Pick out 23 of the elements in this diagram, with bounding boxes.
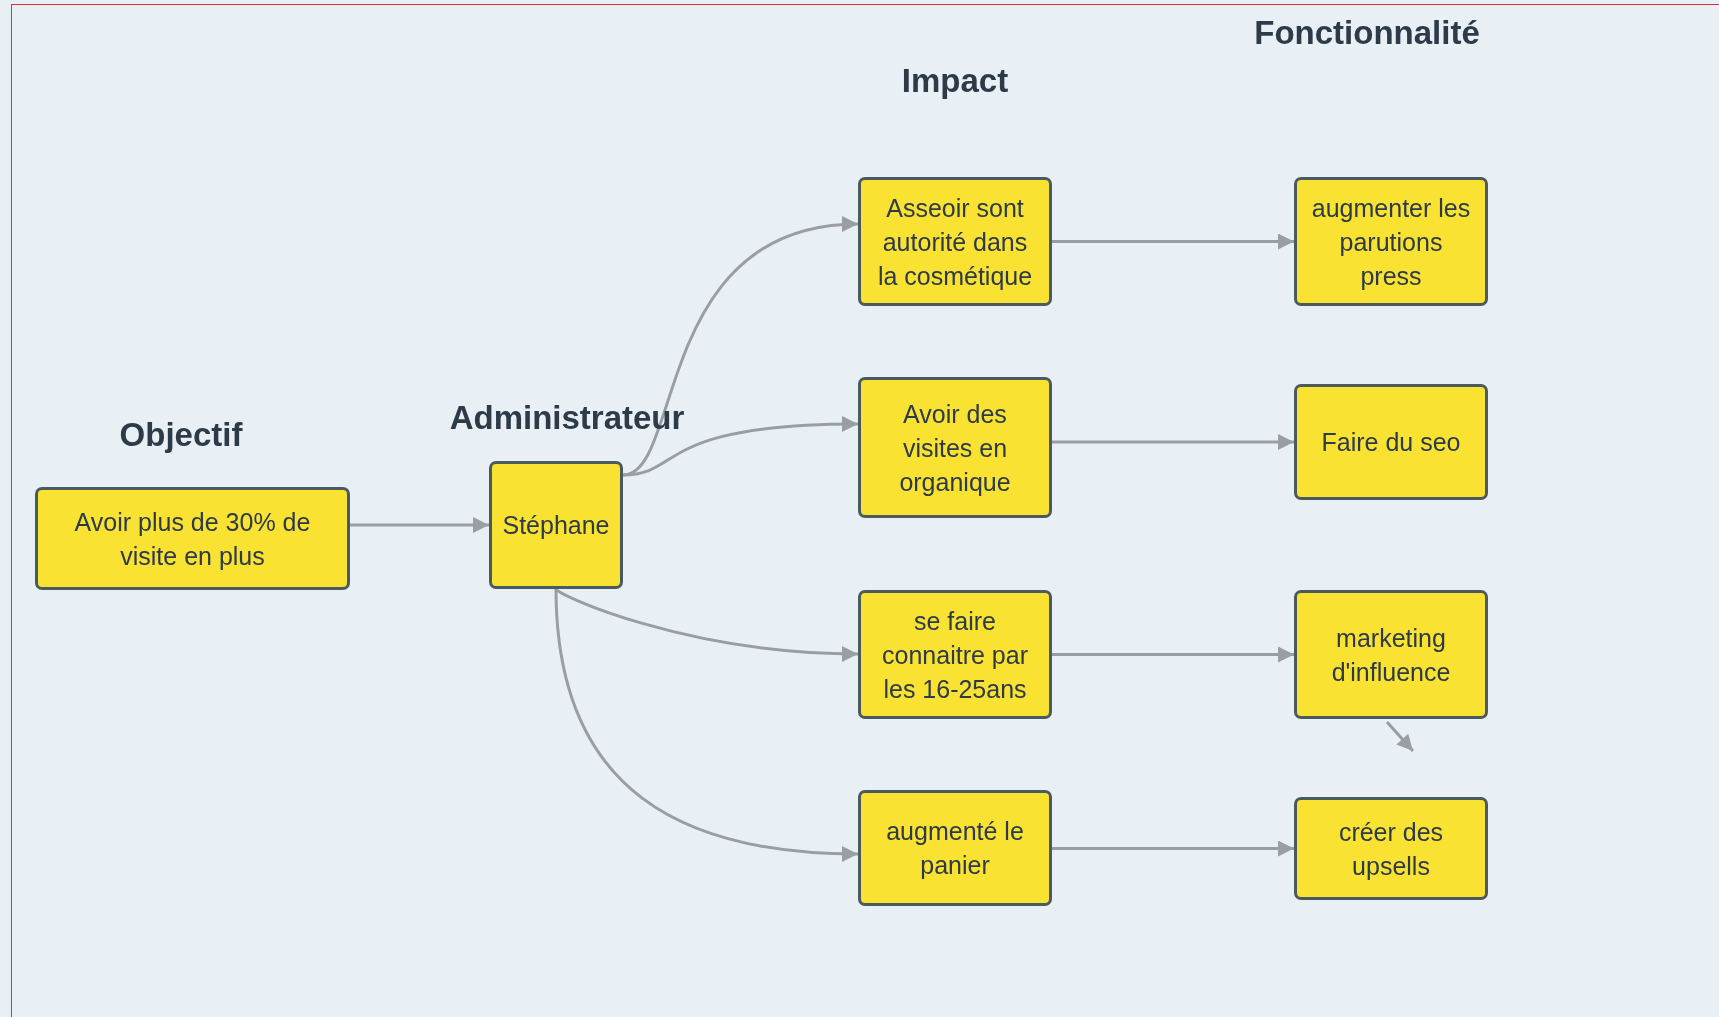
arrow bbox=[1052, 233, 1294, 250]
process-box: augmenter les parutions press bbox=[1294, 177, 1488, 306]
arrow bbox=[1052, 840, 1294, 857]
arrow bbox=[554, 588, 859, 862]
column-heading: Administrateur bbox=[449, 399, 685, 437]
column-heading: Impact bbox=[901, 62, 1009, 100]
process-box: Stéphane bbox=[489, 461, 623, 589]
arrow bbox=[1052, 646, 1294, 663]
arrow bbox=[622, 416, 859, 477]
process-box: Avoir plus de 30% de visite en plus bbox=[35, 487, 350, 590]
process-box: augmenté le panier bbox=[858, 790, 1052, 906]
process-box: Faire du seo bbox=[1294, 384, 1488, 500]
process-box: marketing d'influence bbox=[1294, 590, 1488, 719]
arrow bbox=[1385, 721, 1415, 752]
process-box: Avoir des visites en organique bbox=[858, 377, 1052, 518]
arrow bbox=[555, 587, 859, 662]
process-box: créer des upsells bbox=[1294, 797, 1488, 900]
process-box: Asseoir sont autorité dans la cosmétique bbox=[858, 177, 1052, 306]
process-box: se faire connaitre par les 16-25ans bbox=[858, 590, 1052, 719]
arrow bbox=[1052, 434, 1294, 450]
column-heading: Objectif bbox=[119, 416, 243, 454]
column-heading: Fonctionnalité bbox=[1254, 14, 1480, 52]
arrow bbox=[350, 517, 489, 533]
